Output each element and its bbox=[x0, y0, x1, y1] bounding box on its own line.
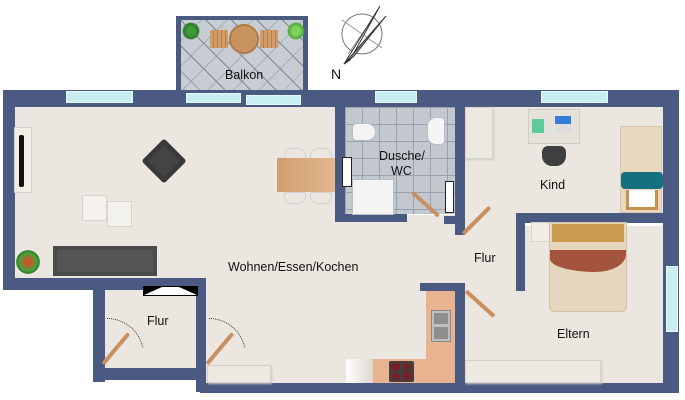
flur-left-wall-right bbox=[196, 282, 206, 392]
flur-kind-wall bbox=[455, 100, 465, 200]
office-chair-icon bbox=[542, 146, 566, 166]
flur-right-wall bbox=[516, 213, 525, 291]
room-label-bad-line1: Dusche/ bbox=[379, 149, 425, 163]
outer-wall-left bbox=[3, 90, 15, 290]
dining-table-icon bbox=[277, 158, 335, 192]
tv-icon bbox=[19, 135, 24, 187]
dining-chair-icon bbox=[310, 192, 332, 204]
room-label-wohnen: Wohnen/Essen/Kochen bbox=[228, 260, 359, 274]
window-eltern bbox=[666, 266, 678, 332]
laptop-icon bbox=[555, 116, 571, 132]
flur-window-icon bbox=[143, 286, 198, 296]
blanket-icon bbox=[550, 250, 626, 272]
sofa-icon bbox=[53, 246, 157, 276]
ottoman-icon bbox=[108, 202, 131, 226]
balcony-table-icon bbox=[229, 24, 259, 54]
dining-chair-icon bbox=[284, 192, 306, 204]
plant-icon bbox=[287, 22, 305, 40]
shower-tray-icon bbox=[353, 180, 393, 214]
plant-icon bbox=[16, 250, 40, 274]
pillow-kind-icon bbox=[621, 172, 663, 189]
sink-icon bbox=[428, 118, 444, 144]
outer-wall-right bbox=[663, 90, 679, 390]
room-label-balkon: Balkon bbox=[225, 68, 264, 82]
outer-wall-top bbox=[3, 90, 670, 107]
kind-eltern-wall bbox=[516, 213, 670, 223]
flur-left-wall-bottom bbox=[93, 368, 206, 380]
bath-window-right bbox=[445, 181, 454, 213]
kitchen-sink-icon bbox=[431, 310, 451, 342]
window-kind bbox=[541, 91, 608, 103]
kitchen-wall bbox=[420, 283, 465, 291]
stove-icon bbox=[389, 361, 414, 382]
room-label-kind: Kind bbox=[540, 178, 566, 192]
window-wohnen bbox=[66, 91, 133, 103]
bed-frame-kind bbox=[626, 190, 658, 210]
bath-wall-bottom-right bbox=[444, 216, 465, 224]
room-label-eltern: Eltern bbox=[557, 327, 590, 341]
room-label-flur-rechts: Flur bbox=[474, 251, 496, 265]
balcony-bench-right-icon bbox=[260, 30, 278, 48]
window-balkon-1 bbox=[186, 93, 241, 103]
compass-icon bbox=[341, 5, 387, 65]
wardrobe-eltern bbox=[465, 360, 601, 383]
bath-window-left bbox=[342, 157, 352, 187]
wardrobe-flur bbox=[207, 365, 271, 383]
wardrobe-kind bbox=[465, 107, 493, 159]
flur-eltern-wall bbox=[455, 288, 465, 388]
fridge-icon bbox=[346, 359, 373, 383]
room-label-flur-links: Flur bbox=[147, 314, 169, 328]
ottoman-icon bbox=[83, 196, 106, 220]
flur-left-wall-outer bbox=[93, 282, 105, 382]
compass-north-label: N bbox=[331, 66, 342, 82]
window-balkon-2 bbox=[246, 95, 301, 105]
window-bad bbox=[375, 91, 417, 103]
bath-wall-bottom bbox=[335, 214, 407, 222]
bath-wall-left bbox=[335, 100, 345, 222]
plant-icon bbox=[182, 22, 200, 40]
headboard-icon bbox=[552, 224, 624, 242]
room-label-bad-line2: WC bbox=[391, 164, 412, 178]
notebook-icon bbox=[532, 119, 544, 133]
toilet-icon bbox=[353, 124, 375, 140]
balcony-bench-left-icon bbox=[210, 30, 228, 48]
outer-wall-bottom bbox=[200, 383, 679, 393]
